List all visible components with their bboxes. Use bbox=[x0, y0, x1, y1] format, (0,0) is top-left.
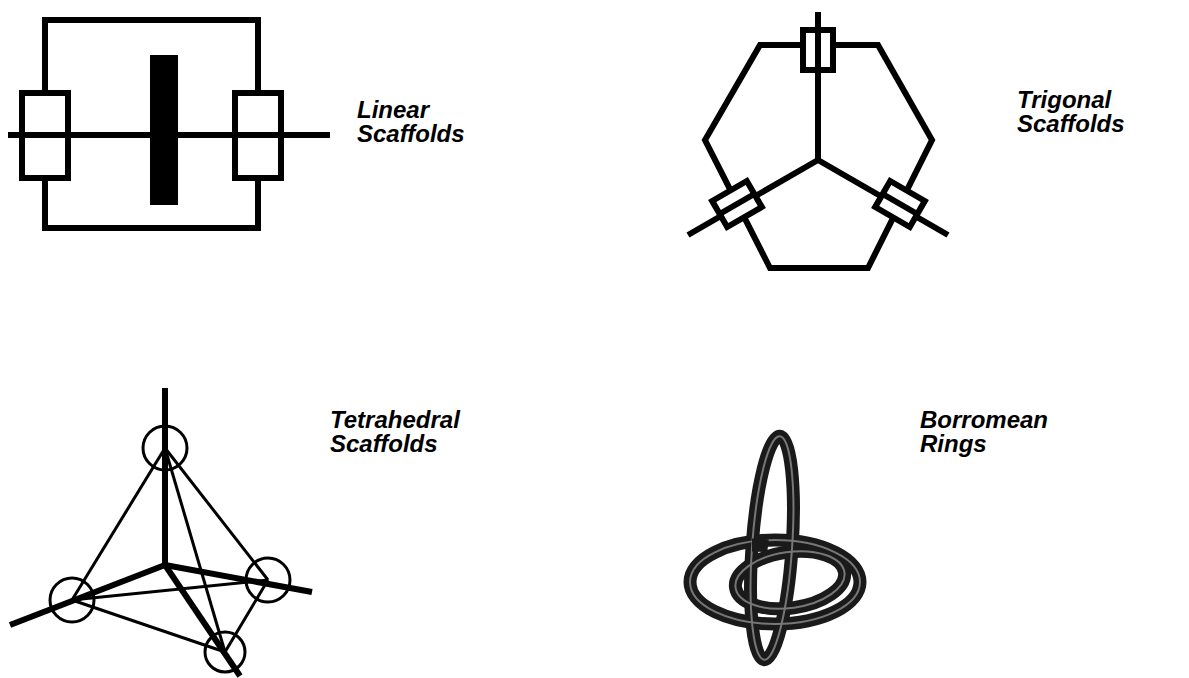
ring-box bbox=[875, 181, 925, 227]
linear-scaffold bbox=[8, 20, 330, 228]
borromean-rings bbox=[690, 435, 860, 661]
figure-label: Linear Scaffolds bbox=[357, 98, 465, 146]
ring-box bbox=[712, 181, 762, 227]
figure-label: Tetrahedral Scaffolds bbox=[330, 408, 460, 456]
center-bar bbox=[150, 55, 178, 205]
arm bbox=[815, 12, 821, 160]
tetrahedral-scaffold bbox=[10, 388, 312, 676]
arm bbox=[818, 160, 948, 235]
figure-label: Trigonal Scaffolds bbox=[1017, 88, 1125, 136]
ring-box bbox=[803, 30, 833, 70]
arm bbox=[688, 160, 818, 235]
rings bbox=[50, 426, 290, 672]
tetrahedron-edges bbox=[72, 448, 268, 652]
ring-box bbox=[235, 93, 281, 178]
trigonal-scaffold bbox=[688, 12, 948, 268]
ring-box bbox=[22, 93, 68, 178]
figure-label: Borromean Rings bbox=[920, 408, 1048, 456]
frame bbox=[45, 20, 258, 228]
axes bbox=[10, 388, 312, 676]
